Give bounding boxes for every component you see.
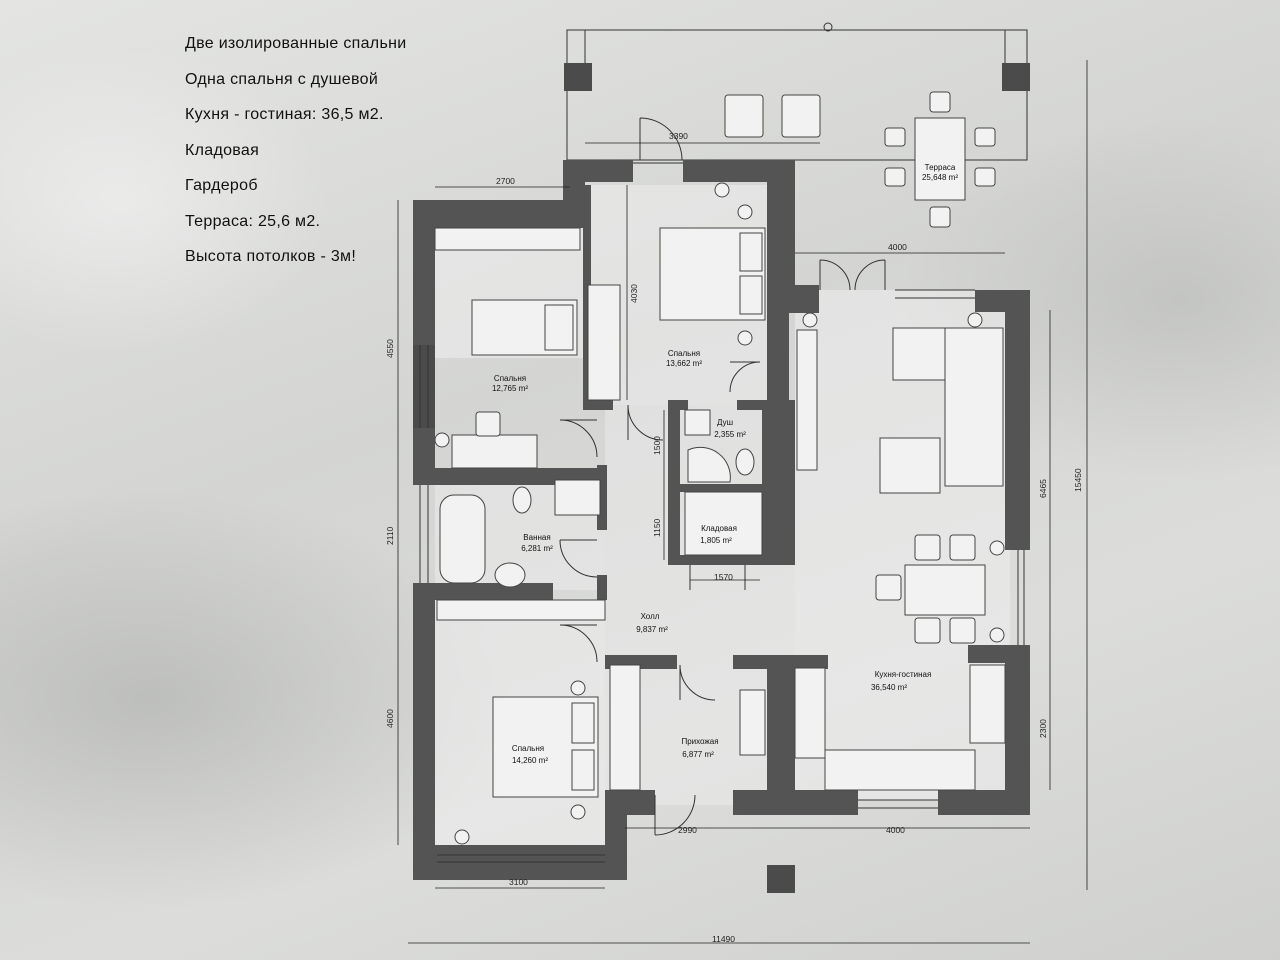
- dim-4550: 4550: [385, 339, 395, 358]
- dim-1570: 1570: [714, 572, 733, 582]
- dim-15450: 15450: [1073, 468, 1083, 492]
- room-name-hall: Холл: [641, 612, 660, 621]
- dim-4000-top: 4000: [888, 242, 907, 252]
- dim-2990: 2990: [678, 825, 697, 835]
- dim-1150: 1150: [652, 518, 662, 537]
- dim-2110: 2110: [385, 526, 395, 545]
- dim-11490: 11490: [712, 934, 735, 944]
- dim-1500: 1500: [652, 436, 662, 455]
- room-area-hall: 9,837 m²: [636, 625, 668, 634]
- room-area-shower: 2,355 m²: [714, 430, 746, 439]
- room-name-bedroom-left: Спальня: [494, 374, 526, 383]
- dimension-lines: [397, 60, 1088, 944]
- dim-2700: 2700: [496, 176, 515, 186]
- dim-4600: 4600: [385, 709, 395, 728]
- pillars: [413, 63, 1030, 893]
- room-area-terrace: 25,648 m²: [922, 173, 958, 182]
- feature-list: Две изолированные спальни Одна спальня с…: [185, 34, 406, 283]
- dim-2300: 2300: [1038, 719, 1048, 738]
- dim-6465: 6465: [1038, 479, 1048, 498]
- room-area-bedroom-bottom: 14,260 m²: [512, 756, 548, 765]
- room-name-kitchen-living: Кухня-гостиная: [875, 670, 932, 679]
- room-area-bedroom-top: 13,662 m²: [666, 359, 702, 368]
- windows: [419, 162, 1025, 863]
- room-name-entrance: Прихожая: [681, 737, 718, 746]
- room-name-bedroom-bottom: Спальня: [512, 744, 544, 753]
- room-name-storage: Кладовая: [701, 524, 737, 533]
- room-labels: Терраса 25,648 m² Спальня 12,765 m² Спал…: [492, 163, 958, 765]
- feature-item: Две изолированные спальни: [185, 35, 407, 52]
- dimension-labels: 3390 2700 4000 4030 4550 1500 2110 1150 …: [385, 131, 1083, 944]
- furniture: [434, 91, 1006, 845]
- feature-item: Кладовая: [185, 141, 260, 159]
- dim-3100: 3100: [509, 877, 528, 887]
- room-name-bedroom-top: Спальня: [668, 349, 700, 358]
- room-area-bathroom: 6,281 m²: [521, 544, 553, 553]
- room-area-kitchen-living: 36,540 m²: [871, 683, 907, 692]
- room-area-bedroom-left: 12,765 m²: [492, 384, 528, 393]
- room-name-shower: Душ: [717, 418, 733, 427]
- feature-item: Гардероб: [185, 177, 258, 194]
- dim-3390: 3390: [669, 131, 688, 141]
- room-area-storage: 1,805 m²: [700, 536, 732, 545]
- feature-item: Высота потолков - 3м!: [185, 248, 357, 265]
- dim-4000-bottom: 4000: [886, 825, 905, 835]
- room-name-terrace: Терраса: [925, 163, 956, 172]
- feature-item: Кухня - гостиная: 36,5 м2.: [185, 106, 384, 123]
- room-name-bathroom: Ванная: [523, 533, 550, 542]
- room-area-entrance: 6,877 m²: [682, 750, 714, 759]
- feature-item: Одна спальня с душевой: [185, 70, 379, 88]
- doors: [559, 117, 886, 836]
- feature-item: Терраса: 25,6 м2.: [185, 212, 321, 230]
- dim-4030: 4030: [629, 284, 639, 303]
